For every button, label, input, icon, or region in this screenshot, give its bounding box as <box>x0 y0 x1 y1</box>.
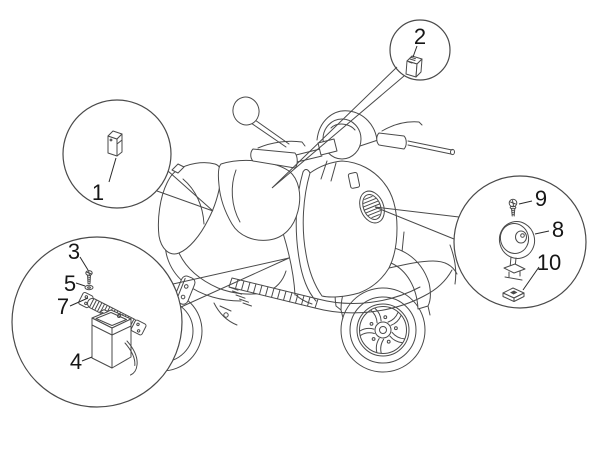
part-drawing-battery <box>81 309 138 376</box>
callout-pointer-horn <box>374 206 460 240</box>
callout-balloon-2 <box>389 19 451 81</box>
callout-label-9: 9 <box>535 186 547 211</box>
horn-grille <box>359 190 385 224</box>
part-drawing-horn-bracket <box>502 266 540 302</box>
ignition-switch <box>347 172 361 189</box>
part-drawing-screw-9 <box>508 198 533 217</box>
front-shield <box>282 160 458 305</box>
callout-label-4: 4 <box>70 349 82 374</box>
callout-label-5: 5 <box>64 271 76 296</box>
callout-label-3: 3 <box>68 239 80 264</box>
callout-label-1: 1 <box>92 180 104 205</box>
front-wheel <box>340 287 426 373</box>
callout-label-7: 7 <box>57 294 69 319</box>
part-drawing-horn <box>498 221 550 281</box>
part-drawing-relay <box>405 45 423 78</box>
callout-pointer-battery <box>172 257 290 308</box>
floorboard <box>228 269 453 314</box>
part-drawing-screw-3 <box>79 256 93 285</box>
mirror <box>232 96 260 126</box>
callout-label-2: 2 <box>414 24 426 49</box>
callout-pointer-1 <box>156 170 214 212</box>
seat <box>157 159 301 255</box>
part-drawing-relay-cover <box>107 130 123 183</box>
callout-label-8: 8 <box>552 217 564 242</box>
mirror-stalk <box>250 119 290 148</box>
part-drawing-washer-5 <box>75 282 94 291</box>
callout-label-10: 10 <box>537 250 561 275</box>
callout-pointer-2 <box>271 66 405 189</box>
